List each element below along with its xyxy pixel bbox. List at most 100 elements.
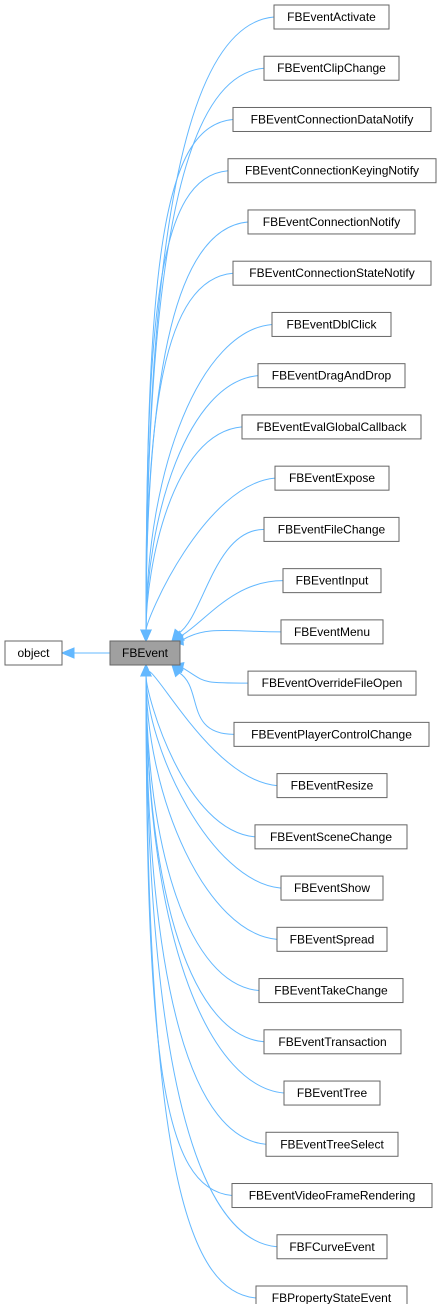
- class-node-box: [247, 209, 416, 235]
- class-node-label: FBEventMenu: [294, 625, 370, 639]
- inheritance-edge: [145, 674, 278, 1248]
- class-node-box: [232, 106, 432, 132]
- class-node-fbevent-drag-and-drop[interactable]: FBEventDragAndDrop: [257, 363, 406, 389]
- inheritance-edge: [145, 426, 243, 632]
- class-node-box: [280, 875, 384, 901]
- class-node-box: [254, 824, 408, 850]
- arrowhead: [171, 664, 184, 678]
- class-node-fbevent-file-change[interactable]: FBEventFileChange: [263, 516, 400, 542]
- class-node-fbevent-override-file-open[interactable]: FBEventOverrideFileOpen: [247, 670, 417, 696]
- class-node-box: [276, 1234, 388, 1260]
- class-node-fbevent-connection-state-notify[interactable]: FBEventConnectionStateNotify: [232, 260, 432, 286]
- class-node-fbevent-clip-change[interactable]: FBEventClipChange: [263, 55, 400, 81]
- class-node-label: FBEventResize: [291, 779, 374, 793]
- class-node-box: [241, 414, 422, 440]
- class-node-box: [280, 619, 384, 645]
- inheritance-edge: [145, 674, 256, 838]
- class-node-box: [271, 311, 392, 337]
- class-node-label: FBFCurveEvent: [289, 1240, 375, 1254]
- inheritance-edge: [145, 118, 234, 632]
- class-node-fbevent-activate[interactable]: FBEventActivate: [273, 4, 390, 30]
- class-node-fbfcurve-event[interactable]: FBFCurveEvent: [276, 1234, 388, 1260]
- arrowhead: [60, 647, 75, 659]
- class-node-box: [273, 4, 390, 30]
- class-node-label: FBEventTreeSelect: [280, 1137, 384, 1151]
- root-node[interactable]: object: [4, 640, 63, 666]
- base-node[interactable]: FBEvent: [109, 640, 181, 666]
- inheritance-edge: [145, 477, 276, 632]
- class-node-label: FBEventPlayerControlChange: [251, 727, 412, 741]
- class-node-label: FBEventEvalGlobalCallback: [256, 420, 407, 434]
- class-node-label: FBEventOverrideFileOpen: [262, 676, 403, 690]
- base-node-label: FBEvent: [122, 646, 169, 660]
- class-node-box: [233, 721, 430, 747]
- class-node-box: [227, 158, 437, 184]
- inheritance-edge: [145, 170, 229, 632]
- class-node-box: [258, 978, 404, 1004]
- inheritance-edge: [178, 528, 265, 634]
- class-node-label: FBPropertyStateEvent: [272, 1291, 392, 1304]
- class-node-box: [283, 1080, 381, 1106]
- class-node-box: [231, 1183, 433, 1209]
- class-node-box: [276, 926, 388, 952]
- class-node-fbevent-menu[interactable]: FBEventMenu: [280, 619, 384, 645]
- inheritance-edge: [145, 272, 234, 632]
- class-node-box: [282, 568, 382, 594]
- root-node-label: object: [17, 646, 50, 660]
- class-node-box: [265, 1131, 399, 1157]
- class-node-label: FBEventConnectionStateNotify: [249, 266, 414, 280]
- class-node-fbevent-input[interactable]: FBEventInput: [282, 568, 382, 594]
- class-node-fbevent-connection-data-notify[interactable]: FBEventConnectionDataNotify: [232, 106, 432, 132]
- class-node-fbevent-tree-select[interactable]: FBEventTreeSelect: [265, 1131, 399, 1157]
- class-node-box: [255, 1285, 408, 1304]
- class-node-label: FBEventConnectionKeyingNotify: [245, 164, 419, 178]
- class-node-label: FBEventTransaction: [278, 1035, 386, 1049]
- class-node-fbevent-eval-global-callback[interactable]: FBEventEvalGlobalCallback: [241, 414, 422, 440]
- class-node-fbevent-take-change[interactable]: FBEventTakeChange: [258, 978, 404, 1004]
- class-node-box: [257, 363, 406, 389]
- child-nodes: FBEventActivateFBEventClipChangeFBEventC…: [227, 4, 437, 1304]
- inheritance-edge: [145, 67, 265, 632]
- class-node-fbevent-transaction[interactable]: FBEventTransaction: [263, 1029, 402, 1055]
- inheritance-edge: [145, 674, 260, 992]
- class-node-box: [232, 260, 432, 286]
- class-node-label: FBEventSceneChange: [270, 830, 392, 844]
- class-node-fbevent-expose[interactable]: FBEventExpose: [274, 465, 390, 491]
- class-node-fbevent-video-frame-rendering[interactable]: FBEventVideoFrameRendering: [231, 1183, 433, 1209]
- class-node-label: FBEventInput: [296, 574, 369, 588]
- class-node-label: FBEventVideoFrameRendering: [249, 1189, 416, 1203]
- class-node-label: FBEventFileChange: [278, 522, 386, 536]
- class-node-box: [247, 670, 417, 696]
- class-node-label: FBEventTree: [297, 1086, 368, 1100]
- class-node-label: FBEventDblClick: [286, 317, 377, 331]
- edges: [60, 16, 285, 1299]
- class-node-label: FBEventActivate: [287, 10, 376, 24]
- inheritance-edge: [145, 674, 285, 1094]
- class-node-label: FBEventTakeChange: [274, 984, 388, 998]
- class-node-fbevent-spread[interactable]: FBEventSpread: [276, 926, 388, 952]
- inheritance-edge: [180, 580, 284, 637]
- class-node-fbevent-scene-change[interactable]: FBEventSceneChange: [254, 824, 408, 850]
- class-node-fbevent-dbl-click[interactable]: FBEventDblClick: [271, 311, 392, 337]
- class-node-label: FBEventSpread: [290, 932, 375, 946]
- class-node-fbproperty-state-event[interactable]: FBPropertyStateEvent: [255, 1285, 408, 1304]
- arrowhead: [140, 663, 152, 677]
- arrowhead: [140, 629, 152, 643]
- class-node-fbevent-player-control-change[interactable]: FBEventPlayerControlChange: [233, 721, 430, 747]
- class-node-box: [274, 465, 390, 491]
- class-node-label: FBEventDragAndDrop: [272, 369, 392, 383]
- class-node-box: [263, 516, 400, 542]
- class-node-label: FBEventShow: [294, 881, 370, 895]
- inheritance-edge: [145, 323, 273, 632]
- class-node-fbevent-connection-keying-notify[interactable]: FBEventConnectionKeyingNotify: [227, 158, 437, 184]
- class-node-fbevent-show[interactable]: FBEventShow: [280, 875, 384, 901]
- class-node-fbevent-connection-notify[interactable]: FBEventConnectionNotify: [247, 209, 416, 235]
- class-node-fbevent-tree[interactable]: FBEventTree: [283, 1080, 381, 1106]
- class-node-label: FBEventConnectionNotify: [263, 215, 400, 229]
- inheritance-edge: [145, 674, 267, 1145]
- inheritance-edge: [181, 666, 249, 684]
- class-node-box: [276, 773, 388, 799]
- class-node-fbevent-resize[interactable]: FBEventResize: [276, 773, 388, 799]
- inheritance-edge: [181, 629, 282, 641]
